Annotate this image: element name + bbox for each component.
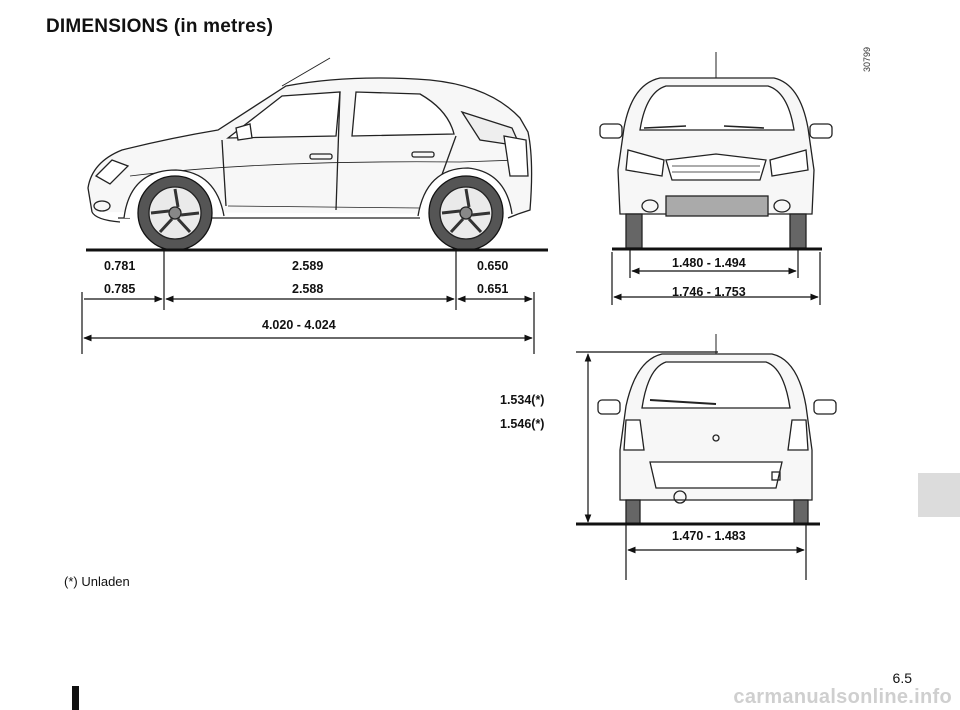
rear-overhang-label-a: 0.650 — [477, 259, 509, 273]
rear-dimension-lines — [576, 351, 807, 580]
front-overhang-label-b: 0.785 — [104, 282, 136, 296]
height-label-b: 1.546(*) — [500, 417, 545, 431]
watermark: carmanualsonline.info — [733, 686, 952, 708]
footnote: (*) Unladen — [64, 574, 130, 589]
section-side-tab — [918, 473, 960, 517]
overall-width-label: 1.746 - 1.753 — [672, 285, 746, 299]
page-number: 6.5 — [892, 670, 912, 686]
car-front-view — [599, 52, 833, 249]
rear-track-label: 1.470 - 1.483 — [672, 529, 746, 543]
wheelbase-label-a: 2.589 — [292, 259, 324, 273]
wheelbase-label-b: 2.588 — [292, 282, 324, 296]
car-rear-view — [597, 334, 837, 525]
front-overhang-label-a: 0.781 — [104, 259, 136, 273]
side-dimension-lines — [81, 250, 535, 354]
overall-length-label: 4.020 - 4.024 — [262, 318, 336, 332]
page-title: DIMENSIONS (in metres) — [46, 16, 274, 37]
height-label-a: 1.534(*) — [500, 393, 545, 407]
page-marker-bar — [72, 686, 79, 710]
front-track-label: 1.480 - 1.494 — [672, 256, 746, 270]
rear-overhang-label-b: 0.651 — [477, 282, 509, 296]
front-dimension-lines — [611, 249, 821, 305]
car-side-view — [87, 57, 533, 251]
